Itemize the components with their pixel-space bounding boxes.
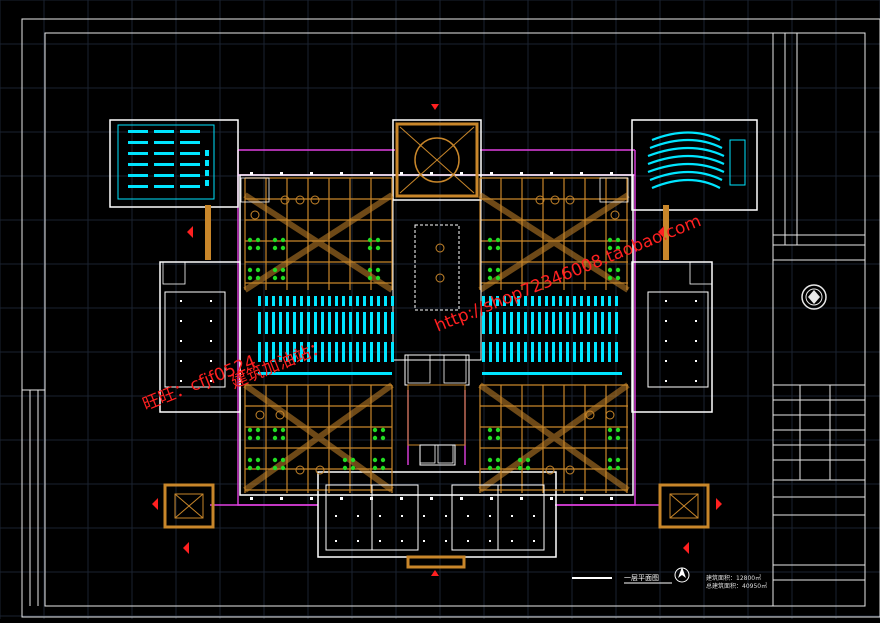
area-note-1: 建筑面积：12800㎡ bbox=[706, 575, 762, 582]
study-room-left bbox=[117, 124, 215, 200]
west-connector bbox=[205, 205, 211, 260]
section-markers bbox=[152, 104, 722, 576]
north-arrow-icon bbox=[674, 567, 690, 583]
corner-pavilion-right bbox=[658, 483, 710, 529]
bookshelf-rows bbox=[258, 296, 622, 375]
column-circles bbox=[250, 195, 620, 475]
east-connector bbox=[663, 205, 669, 260]
column-dots bbox=[180, 172, 697, 542]
north-seal-icon bbox=[801, 284, 827, 310]
diagonal-beams bbox=[243, 192, 630, 493]
entrance-tower bbox=[395, 122, 479, 198]
lecture-hall-right bbox=[647, 131, 746, 190]
plan-title: 一层平面图 bbox=[624, 574, 659, 582]
central-atrium bbox=[392, 199, 482, 466]
drawing-frame bbox=[21, 18, 880, 618]
south-entrance-step bbox=[406, 555, 466, 569]
corner-pavilion-left bbox=[163, 483, 215, 529]
area-note-2: 总建筑面积：40950㎡ bbox=[706, 583, 768, 590]
side-wing-rooms bbox=[164, 291, 709, 551]
title-block: 一层平面图 bbox=[572, 567, 690, 584]
planter-clusters bbox=[247, 237, 621, 471]
stairwells bbox=[162, 177, 713, 464]
